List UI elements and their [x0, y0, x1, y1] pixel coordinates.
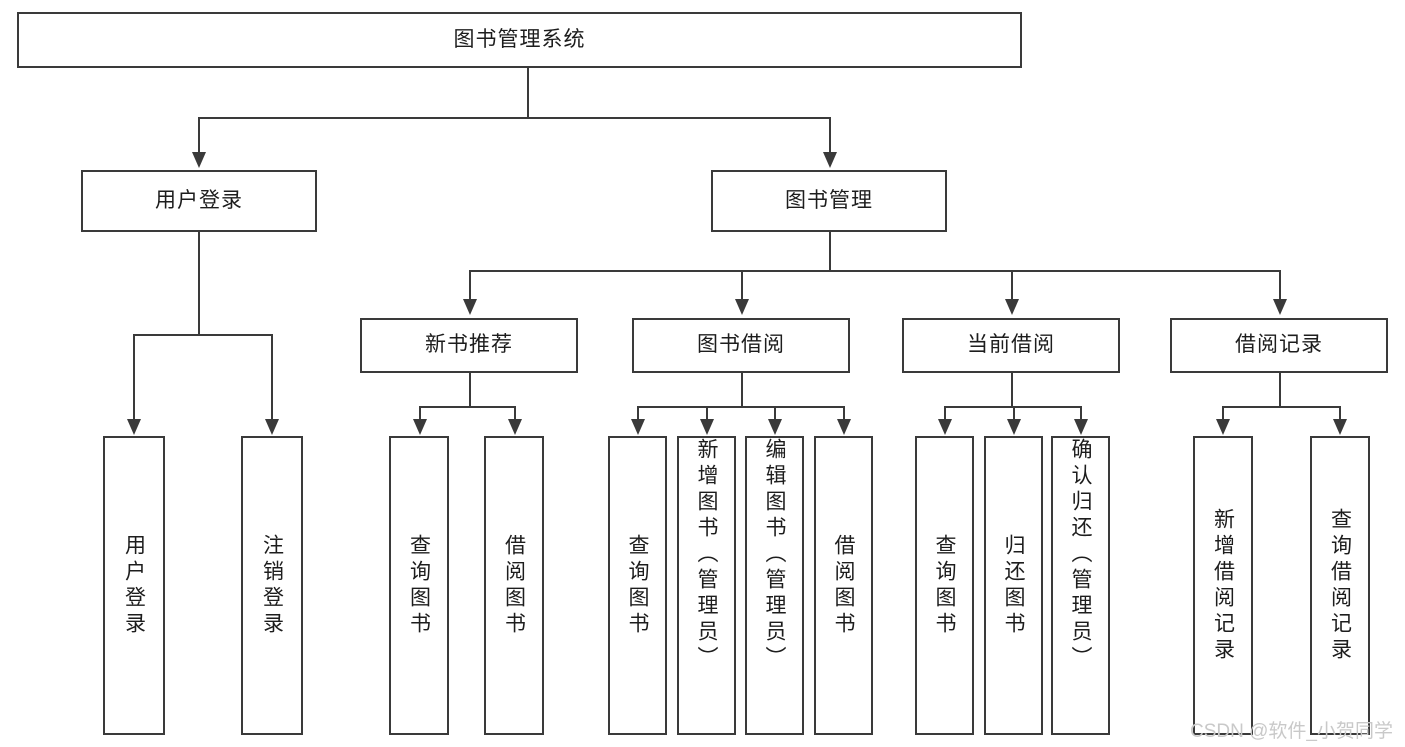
node-current-borrow[interactable]: 当前借阅	[902, 318, 1120, 373]
connector-new-book-bar	[419, 406, 515, 408]
arrow-book-borrow-leaf3	[768, 419, 782, 435]
arrow-to-borrow-record	[1273, 299, 1287, 315]
connector-to-new-book	[469, 270, 471, 300]
arrow-borrow-record-leaf1	[1216, 419, 1230, 435]
arrow-current-borrow-leaf1	[938, 419, 952, 435]
arrow-book-borrow-leaf2	[700, 419, 714, 435]
connector-book-borrow-leaf3	[774, 406, 776, 420]
leaf-book-borrow-query-book[interactable]: 查询图书	[608, 436, 667, 735]
connector-level3-bar	[469, 270, 1280, 272]
node-label: 用户登录	[155, 188, 243, 212]
arrow-to-book-borrow	[735, 299, 749, 315]
leaf-label: 用户登录	[122, 533, 146, 638]
connector-user-login-stem	[198, 232, 200, 334]
node-label: 图书管理系统	[453, 27, 586, 51]
connector-book-borrow-leaf1	[637, 406, 639, 420]
node-user-login[interactable]: 用户登录	[81, 170, 317, 232]
connector-borrow-record-leaf1	[1222, 406, 1224, 420]
connector-user-login-bar	[133, 334, 272, 336]
connector-current-borrow-leaf3	[1080, 406, 1082, 420]
connector-book-borrow-bar	[637, 406, 844, 408]
node-borrow-record[interactable]: 借阅记录	[1170, 318, 1388, 373]
leaf-current-borrow-return-book[interactable]: 归还图书	[984, 436, 1043, 735]
connector-to-user-login	[198, 117, 200, 153]
connector-borrow-record-leaf2	[1339, 406, 1341, 420]
arrow-user-login-leaf1	[127, 419, 141, 435]
leaf-book-borrow-add-book[interactable]: 新增图书（管理员）	[677, 436, 736, 735]
leaf-borrow-record-query-record[interactable]: 查询借阅记录	[1310, 436, 1370, 735]
connector-root-stem	[527, 68, 529, 117]
node-label: 图书借阅	[697, 333, 785, 357]
connector-book-borrow-stem	[741, 373, 743, 406]
arrow-to-current-borrow	[1005, 299, 1019, 315]
arrow-to-book-management	[823, 152, 837, 168]
connector-borrow-record-bar	[1222, 406, 1340, 408]
arrow-book-borrow-leaf4	[837, 419, 851, 435]
leaf-label: 编辑图书（管理员）	[763, 438, 786, 672]
leaf-user-login-login[interactable]: 用户登录	[103, 436, 165, 735]
connector-book-management-stem	[829, 232, 831, 270]
leaf-user-login-logout[interactable]: 注销登录	[241, 436, 303, 735]
leaf-current-borrow-query-book[interactable]: 查询图书	[915, 436, 974, 735]
node-label: 借阅记录	[1235, 333, 1323, 357]
leaf-label: 查询图书	[626, 533, 649, 638]
arrow-new-book-leaf2	[508, 419, 522, 435]
leaf-borrow-record-add-record[interactable]: 新增借阅记录	[1193, 436, 1253, 735]
node-book-borrow[interactable]: 图书借阅	[632, 318, 850, 373]
connector-book-borrow-leaf2	[706, 406, 708, 420]
node-label: 新书推荐	[425, 333, 513, 357]
leaf-book-borrow-borrow-book[interactable]: 借阅图书	[814, 436, 873, 735]
leaf-current-borrow-confirm-return[interactable]: 确认归还（管理员）	[1051, 436, 1110, 735]
connector-to-book-management	[829, 117, 831, 153]
connector-current-borrow-bar	[944, 406, 1081, 408]
connector-new-book-leaf1	[419, 406, 421, 420]
leaf-label: 借阅图书	[502, 533, 526, 638]
connector-new-book-leaf2	[514, 406, 516, 420]
leaf-new-book-borrow-book[interactable]: 借阅图书	[484, 436, 544, 735]
connector-to-current-borrow	[1011, 270, 1013, 300]
node-book-management[interactable]: 图书管理	[711, 170, 947, 232]
connector-to-borrow-record	[1279, 270, 1281, 300]
leaf-label: 查询图书	[933, 533, 956, 638]
connector-to-book-borrow	[741, 270, 743, 300]
arrow-current-borrow-leaf2	[1007, 419, 1021, 435]
arrow-user-login-leaf2	[265, 419, 279, 435]
leaf-label: 归还图书	[1002, 533, 1025, 638]
leaf-new-book-query-book[interactable]: 查询图书	[389, 436, 449, 735]
node-root-book-management-system[interactable]: 图书管理系统	[17, 12, 1022, 68]
connector-borrow-record-stem	[1279, 373, 1281, 406]
leaf-label: 新增借阅记录	[1211, 507, 1235, 664]
connector-book-borrow-leaf4	[843, 406, 845, 420]
arrow-new-book-leaf1	[413, 419, 427, 435]
arrow-book-borrow-leaf1	[631, 419, 645, 435]
connector-user-login-leaf1	[133, 334, 135, 420]
leaf-label: 查询借阅记录	[1328, 507, 1352, 664]
leaf-label: 新增图书（管理员）	[695, 438, 718, 672]
leaf-label: 查询图书	[407, 533, 431, 638]
arrow-to-new-book	[463, 299, 477, 315]
connector-new-book-stem	[469, 373, 471, 406]
leaf-book-borrow-edit-book[interactable]: 编辑图书（管理员）	[745, 436, 804, 735]
connector-current-borrow-leaf1	[944, 406, 946, 420]
arrow-borrow-record-leaf2	[1333, 419, 1347, 435]
connector-current-borrow-stem	[1011, 373, 1013, 406]
connector-current-borrow-leaf2	[1013, 406, 1015, 420]
arrow-current-borrow-leaf3	[1074, 419, 1088, 435]
leaf-label: 确认归还（管理员）	[1069, 438, 1092, 672]
leaf-label: 注销登录	[260, 533, 284, 638]
node-label: 当前借阅	[967, 333, 1055, 357]
connector-user-login-leaf2	[271, 334, 273, 420]
node-label: 图书管理	[785, 188, 873, 212]
connector-level2-bar	[198, 117, 829, 119]
node-new-book-recommend[interactable]: 新书推荐	[360, 318, 578, 373]
leaf-label: 借阅图书	[832, 533, 855, 638]
arrow-to-user-login	[192, 152, 206, 168]
